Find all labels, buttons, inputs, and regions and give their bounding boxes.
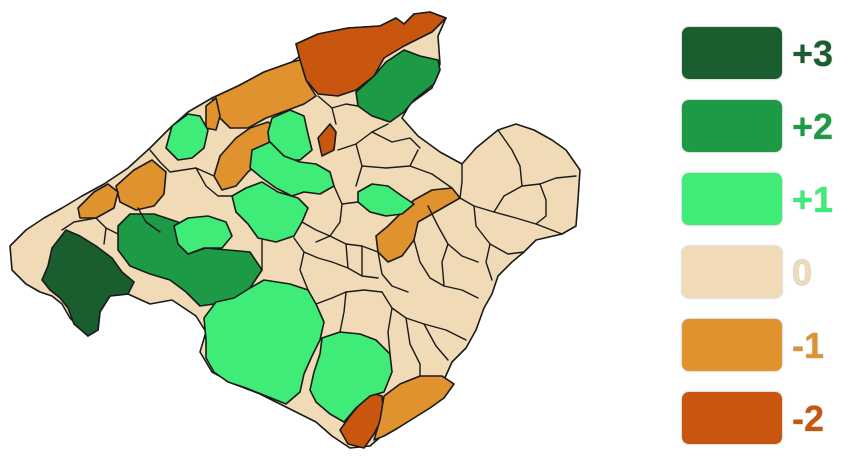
legend-label-plus3: +3	[792, 33, 834, 74]
legend-swatch-plus1	[682, 173, 782, 225]
region-north-west-a	[165, 113, 209, 161]
region-south-a	[203, 279, 325, 405]
legend-item-plus1: +1	[680, 170, 852, 227]
legend-label-minus1: -1	[792, 325, 825, 366]
region-northwest-coast-a	[295, 11, 447, 97]
legend-swatch-minus2	[682, 392, 782, 444]
legend-label-minus2: -2	[792, 398, 825, 439]
municipality-borders	[61, 95, 577, 377]
legend-label-plus1: +1	[792, 179, 834, 220]
legend-swatch-plus3	[682, 27, 782, 79]
legend-item-plus3: +3	[680, 24, 852, 81]
region-north-c	[205, 97, 221, 131]
region-north-center-a	[267, 109, 313, 161]
region-southwest	[41, 229, 135, 337]
region-center-east-a	[375, 187, 461, 263]
legend-swatch-minus1	[682, 319, 782, 371]
legend-label-zero: 0	[792, 252, 813, 293]
map-legend: +3 +2 +1 0 -1 -2	[680, 24, 852, 462]
region-center-small-a	[317, 123, 337, 157]
region-south-b	[309, 331, 393, 423]
legend-item-minus1: -1	[680, 316, 852, 373]
legend-item-minus2: -2	[680, 389, 852, 446]
legend-item-zero: 0	[680, 243, 852, 300]
region-west-b	[77, 183, 119, 219]
legend-swatch-plus2	[682, 100, 782, 152]
region-north-a	[211, 59, 317, 129]
region-center-east-b	[357, 183, 415, 217]
legend-label-plus2: +2	[792, 106, 834, 147]
region-center-west-a	[173, 215, 233, 255]
region-north-center-b	[249, 141, 335, 197]
region-north-cape	[355, 49, 441, 123]
legend-swatch-zero	[682, 246, 782, 298]
region-west-a	[115, 159, 167, 211]
legend-item-plus2: +2	[680, 97, 852, 154]
choropleth-map	[9, 11, 581, 449]
